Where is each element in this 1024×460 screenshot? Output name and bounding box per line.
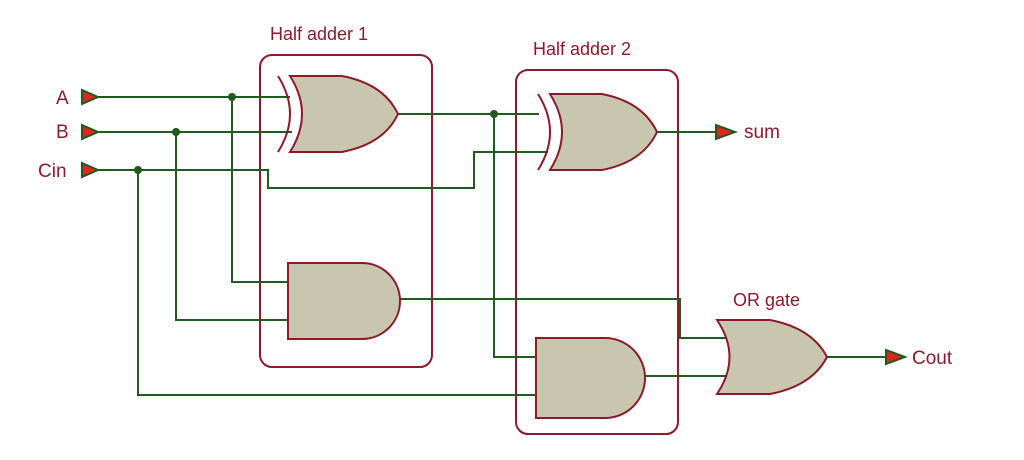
input-cin-terminal xyxy=(81,161,101,179)
or-gate-label: OR gate xyxy=(733,290,800,310)
half-adder-1-box xyxy=(259,54,433,368)
and-gate-2 xyxy=(535,337,646,419)
output-sum-terminal xyxy=(715,123,738,141)
xor-gate-2 xyxy=(537,93,659,171)
wires xyxy=(98,96,886,396)
junction-cin xyxy=(134,166,142,174)
output-cout-label: Cout xyxy=(912,348,953,369)
input-b-label: B xyxy=(56,122,69,143)
input-a-label: A xyxy=(56,88,69,109)
output-cout-terminal xyxy=(885,348,908,366)
input-b-terminal xyxy=(81,123,101,141)
input-cin-label: Cin xyxy=(38,161,67,182)
input-a-terminal xyxy=(81,88,101,106)
half-adder-2-label: Half adder 2 xyxy=(533,39,631,59)
junction-a xyxy=(228,93,236,101)
junction-b xyxy=(172,128,180,136)
or-gate xyxy=(715,319,829,395)
half-adder-2-box xyxy=(515,69,679,435)
junction-xor1-out xyxy=(490,110,498,118)
xor-gate-1 xyxy=(277,75,400,153)
output-sum-label: sum xyxy=(744,122,780,143)
and-gate-1 xyxy=(287,262,401,340)
half-adder-1-label: Half adder 1 xyxy=(270,24,368,44)
